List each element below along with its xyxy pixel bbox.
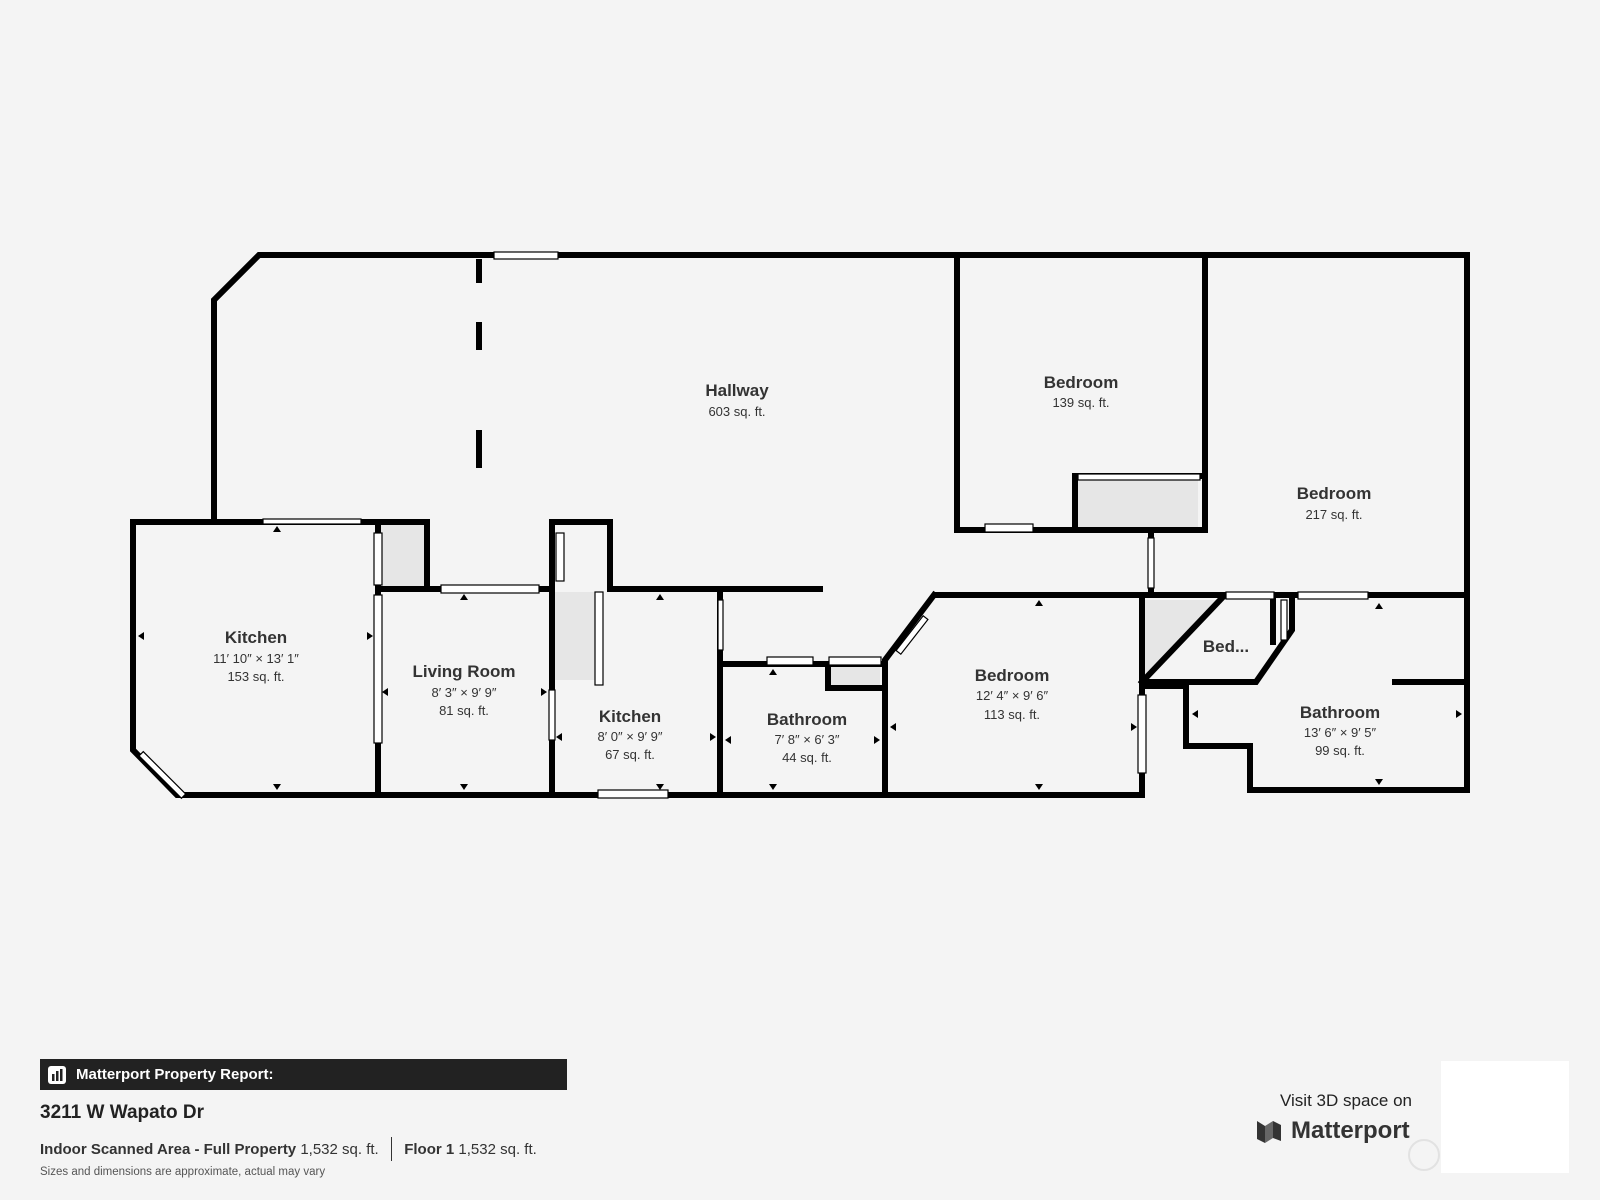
indoor-area-label: Indoor Scanned Area - Full Property [40,1140,297,1158]
disclaimer: Sizes and dimensions are approximate, ac… [40,1166,326,1178]
matterport-brand-name: Matterport [1291,1117,1410,1144]
room-area-bathroom-1: 44 sq. ft. [782,750,832,765]
report-header: Matterport Property Report: [40,1059,567,1090]
room-dims-kitchen-2: 8′ 0″ × 9′ 9″ [597,729,662,744]
room-dims-bedroom-3: 12′ 4″ × 9′ 6″ [976,688,1049,703]
room-dims-bathroom-2: 13′ 6″ × 9′ 5″ [1304,725,1377,740]
floor-area-value: 1,532 sq. ft. [458,1140,537,1158]
room-name-bathroom-2: Bathroom [1300,703,1380,722]
matterport-brand[interactable]: Matterport [1255,1117,1410,1145]
room-area-kitchen-2: 67 sq. ft. [605,747,655,762]
closet-kitchen [378,524,426,589]
separator [390,1137,393,1161]
closet-bedroom [1078,480,1198,528]
indoor-area-value: 1,532 sq. ft. [300,1140,379,1158]
room-area-bedroom-1: 139 sq. ft. [1052,395,1109,410]
room-area-bathroom-2: 99 sq. ft. [1315,743,1365,758]
floor-label: Floor 1 [404,1140,455,1158]
room-name-kitchen-2: Kitchen [599,707,661,726]
windows [138,251,1369,800]
room-name-bathroom-1: Bathroom [767,710,847,729]
room-name-hallway: Hallway [705,381,769,400]
room-area-bedroom-2: 217 sq. ft. [1305,507,1362,522]
visit-3d-text: Visit 3D space on [1280,1091,1412,1110]
room-area-bedroom-3: 113 sq. ft. [984,707,1040,722]
room-labels: Hallway 603 sq. ft. Bedroom 139 sq. ft. … [213,373,1380,765]
room-dims-living-room: 8′ 3″ × 9′ 9″ [431,685,496,700]
matterport-logo-icon [1257,1121,1281,1143]
room-dims-kitchen-1: 11′ 10″ × 13′ 1″ [213,651,299,666]
room-area-living-room: 81 sq. ft. [439,703,489,718]
building-chart-icon [48,1065,66,1084]
room-name-bedroom-3: Bedroom [975,666,1050,685]
room-name-bedroom-4: Bed... [1203,637,1249,656]
room-dims-bathroom-1: 7′ 8″ × 6′ 3″ [774,732,839,747]
area-summary: Indoor Scanned Area - Full Property 1,53… [40,1137,537,1161]
qr-code-area [1441,1061,1569,1173]
room-name-bedroom-2: Bedroom [1297,484,1372,503]
dimension-arrows [138,526,1462,790]
room-name-kitchen-1: Kitchen [225,628,287,647]
watermark-icon [1408,1139,1440,1171]
room-area-kitchen-1: 153 sq. ft. [227,669,284,684]
room-area-hallway: 603 sq. ft. [708,404,765,419]
report-header-title: Matterport Property Report: [76,1066,274,1083]
closet-stair [552,592,598,680]
room-name-living-room: Living Room [413,662,516,681]
room-name-bedroom-1: Bedroom [1044,373,1119,392]
property-address: 3211 W Wapato Dr [40,1102,205,1123]
